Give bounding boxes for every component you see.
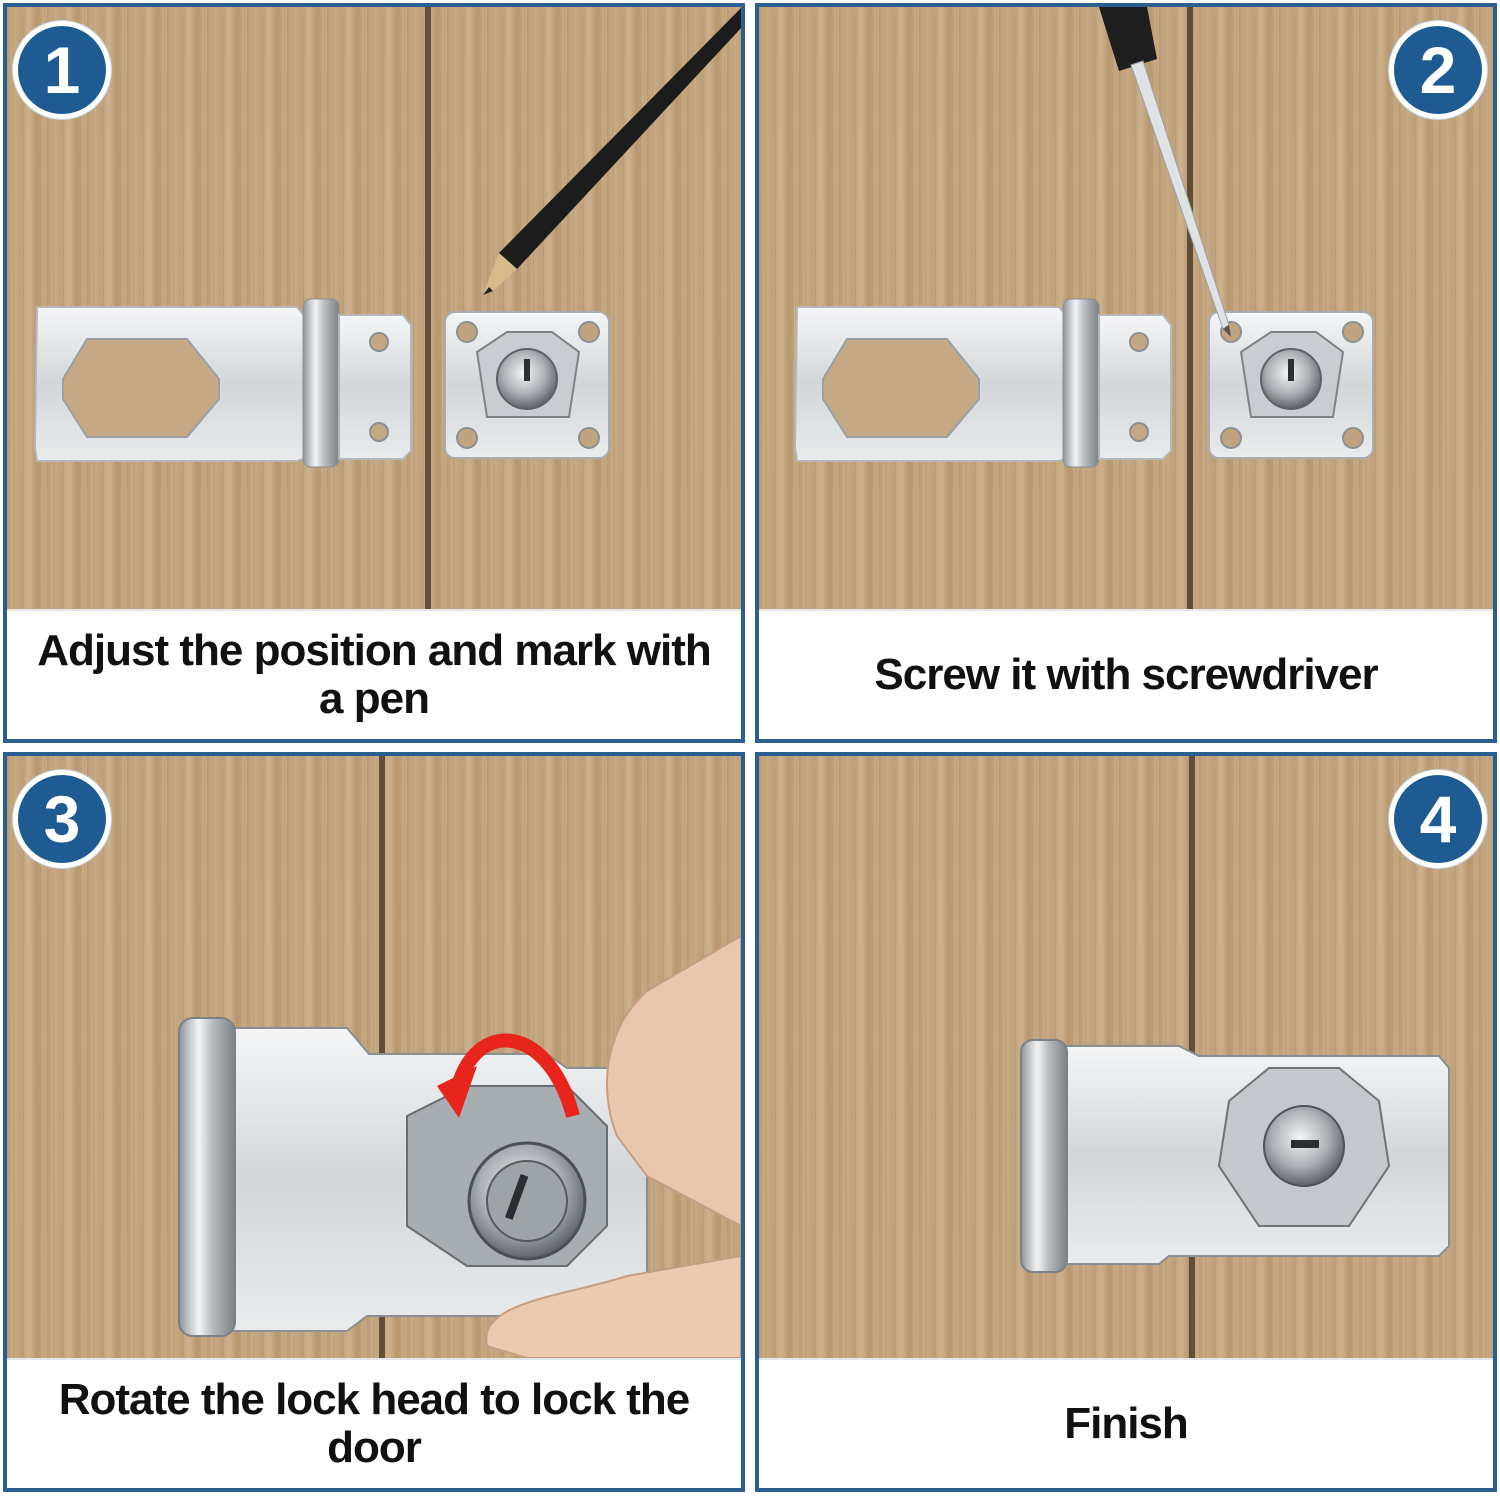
step-number-badge: 1 bbox=[13, 21, 111, 119]
lock-staple bbox=[444, 311, 610, 459]
step-2-image: 2 bbox=[759, 7, 1493, 609]
screwdriver-icon bbox=[1099, 7, 1231, 337]
hasp-finished bbox=[1020, 1039, 1450, 1273]
rotate-arrow-icon bbox=[437, 1033, 580, 1118]
step-number-badge: 4 bbox=[1389, 770, 1487, 868]
step-2-panel: 2 Screw it with screwdriver bbox=[755, 3, 1497, 743]
step-4-image: 4 bbox=[759, 756, 1493, 1358]
step-caption: Screw it with screwdriver bbox=[759, 609, 1493, 739]
step-number-badge: 3 bbox=[13, 770, 111, 868]
step-caption: Adjust the position and mark with a pen bbox=[7, 609, 741, 739]
pencil-icon bbox=[483, 8, 741, 295]
step-number-badge: 2 bbox=[1389, 21, 1487, 119]
hasp-assembled bbox=[178, 1017, 648, 1337]
step-caption: Rotate the lock head to lock the door bbox=[7, 1358, 741, 1488]
hand-fingers bbox=[485, 934, 741, 1358]
step-1-image: 1 bbox=[7, 7, 741, 609]
step-1-panel: 1 Adjust the position and mark with a pe… bbox=[3, 3, 745, 743]
step-3-panel: 3 Rotate the lock head to lock the door bbox=[3, 752, 745, 1492]
step-3-image: 3 bbox=[7, 756, 741, 1358]
step-4-panel: 4 Finish bbox=[755, 752, 1497, 1492]
hasp-plate bbox=[793, 298, 1172, 468]
step-caption: Finish bbox=[759, 1358, 1493, 1488]
hasp-plate bbox=[33, 298, 412, 468]
lock-staple bbox=[1208, 311, 1374, 459]
